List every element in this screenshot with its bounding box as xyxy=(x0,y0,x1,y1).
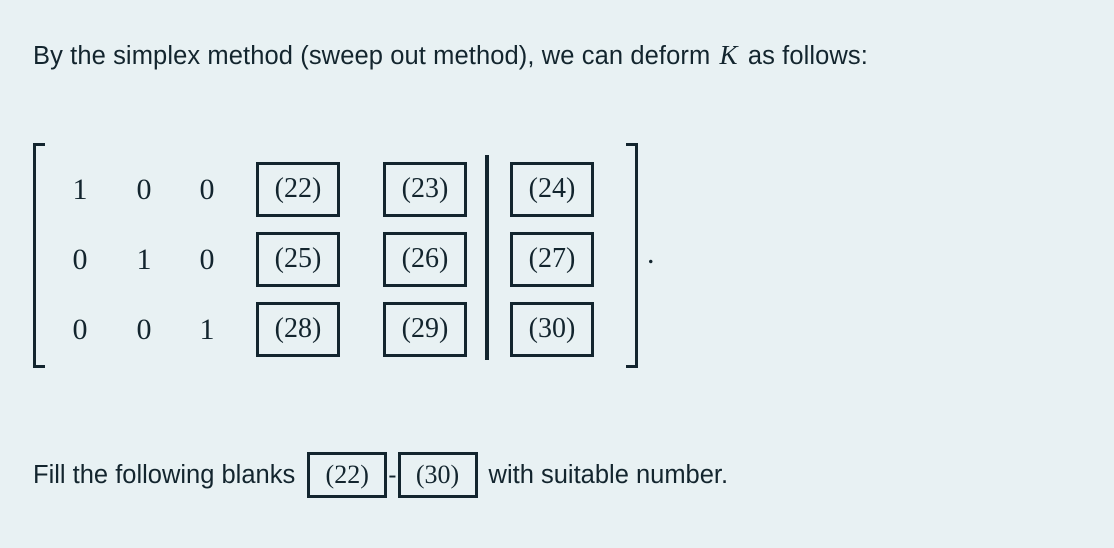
blank-range-end: (30) xyxy=(397,452,478,498)
matrix-cell-digit: 1 xyxy=(136,243,152,276)
matrix-left-bracket-icon xyxy=(33,142,58,369)
blank-field-24[interactable]: (24) xyxy=(510,162,594,217)
blank-range-dash: - xyxy=(388,461,397,489)
matrix-variable-k: K xyxy=(719,40,738,70)
blank-field-22[interactable]: (22) xyxy=(256,162,340,217)
blank-field-30[interactable]: (30) xyxy=(510,302,594,357)
intro-text-after: as follows: xyxy=(747,42,868,70)
blank-range-start: (22) xyxy=(307,452,388,498)
blank-field-27[interactable]: (27) xyxy=(510,232,594,287)
blank-field-29[interactable]: (29) xyxy=(383,302,467,357)
matrix-row: 1 0 0 (22) (23) (24) xyxy=(33,162,673,218)
closing-tail-text: with suitable number. xyxy=(488,461,729,489)
matrix-trailing-period: . xyxy=(647,237,655,270)
augmented-matrix: . 1 0 0 (22) (23) (24) 0 1 0 (25) (26) (… xyxy=(33,142,673,369)
closing-lead-text: Fill the following blanks xyxy=(33,461,296,489)
matrix-augment-divider xyxy=(485,155,489,360)
intro-sentence: By the simplex method (sweep out method)… xyxy=(33,38,868,73)
matrix-right-bracket-icon xyxy=(613,142,638,369)
matrix-cell-digit: 0 xyxy=(72,243,88,276)
blank-field-26[interactable]: (26) xyxy=(383,232,467,287)
matrix-cell-digit: 1 xyxy=(72,173,88,206)
intro-text-before: By the simplex method (sweep out method)… xyxy=(33,42,711,70)
matrix-row: 0 1 0 (25) (26) (27) xyxy=(33,232,673,288)
matrix-cell-digit: 0 xyxy=(136,313,152,346)
blank-field-25[interactable]: (25) xyxy=(256,232,340,287)
closing-instruction: Fill the following blanks (22) - (30) wi… xyxy=(33,452,728,498)
matrix-cell-digit: 0 xyxy=(199,243,215,276)
blank-field-23[interactable]: (23) xyxy=(383,162,467,217)
matrix-cell-digit: 0 xyxy=(199,173,215,206)
blank-field-28[interactable]: (28) xyxy=(256,302,340,357)
matrix-cell-digit: 0 xyxy=(72,313,88,346)
matrix-cell-digit: 1 xyxy=(199,313,215,346)
matrix-row: 0 0 1 (28) (29) (30) xyxy=(33,302,673,358)
matrix-cell-digit: 0 xyxy=(136,173,152,206)
